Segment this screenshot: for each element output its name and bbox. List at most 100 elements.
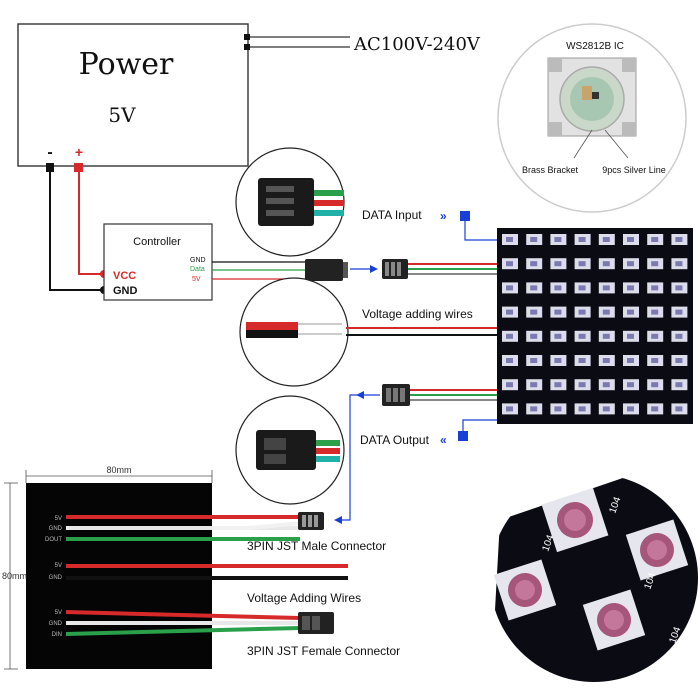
led-pixel-core (554, 406, 562, 412)
led-pixel-core (627, 358, 634, 363)
led-pixel-core (627, 309, 634, 315)
led-pixel-core (554, 285, 562, 291)
led-pixel-core (578, 333, 586, 339)
jst-female-closeup (235, 395, 345, 505)
plus-terminal (74, 163, 83, 172)
led-pixel-core (602, 333, 610, 339)
male-connector (298, 512, 324, 530)
led-pixel-core (506, 358, 513, 363)
led-pixel-core (627, 406, 634, 412)
led-pixel-core (530, 261, 538, 267)
ground-wire (49, 172, 104, 291)
led-pixel-core (602, 261, 610, 267)
led-pixel-core (578, 261, 586, 267)
led-pixel-core (602, 406, 610, 412)
led-pixel-core (675, 406, 683, 412)
led-matrix-grid (502, 234, 688, 415)
led-pixel-core (675, 237, 683, 242)
led-pixel-core (578, 237, 586, 242)
controller-gnd-label: GND (113, 285, 138, 297)
controller-vcc-label: VCC (113, 270, 136, 282)
led-pixel-core (651, 285, 659, 291)
led-pixel-core (602, 309, 610, 315)
led-pixel-core (506, 261, 513, 267)
controller-pin-gnd: GND (190, 257, 206, 264)
data-output-label: DATA Output (360, 433, 430, 447)
led-pixel-core (651, 333, 659, 339)
ic-left-label: Brass Bracket (522, 165, 579, 175)
voltage-adding-label: Voltage adding wires (362, 307, 473, 321)
led-pixel-core (578, 285, 586, 291)
led-pixel-core (506, 309, 513, 315)
led-pixel-core (675, 261, 683, 267)
led-pixel-core (578, 382, 586, 388)
led-pixel-core (530, 237, 538, 242)
power-supply: Power 5V - + AC100V-240V (17, 23, 481, 172)
panel-height-dim: 80mm (2, 571, 27, 581)
output-connector (382, 384, 410, 406)
ic-title: WS2812B IC (566, 41, 624, 52)
pin-bot-din: DIN (52, 632, 62, 638)
led-pixel-core (554, 309, 562, 315)
ac-input-label: AC100V-240V (353, 34, 481, 55)
led-pixel-core (651, 261, 659, 267)
voltage-wires-closeup (239, 277, 349, 387)
led-pixel-core (530, 382, 538, 388)
pin-top-dout: DOUT (45, 537, 62, 543)
jst-connector-closeup (235, 147, 345, 257)
voltage-adding-label-2: Voltage Adding Wires (247, 591, 361, 605)
led-pixel-core (651, 237, 659, 242)
led-pixel-core (602, 237, 610, 242)
led-pixel-core (602, 285, 610, 291)
pcb-closeup: 104 104 104 104 104 (490, 474, 698, 682)
led-pixel-core (506, 333, 513, 339)
led-pixel-core (506, 285, 513, 291)
led-pixel-core (530, 285, 538, 291)
pin-top-gnd: GND (49, 526, 63, 532)
led-pixel-core (675, 285, 683, 291)
led-pixel-core (602, 382, 610, 388)
controller-title: Controller (133, 236, 181, 248)
controller-pin-data: Data (190, 266, 205, 273)
led-pixel-core (554, 261, 562, 267)
led-pixel-core (554, 237, 562, 242)
data-output-marker (458, 431, 468, 441)
data-input-label: DATA Input (362, 208, 422, 222)
double-chevron-left-icon: « (440, 433, 447, 447)
minus-terminal (46, 163, 54, 172)
led-pixel-core (530, 406, 538, 412)
double-chevron-right-icon: » (440, 209, 447, 223)
controller-jst-connector (305, 259, 348, 281)
data-input-marker (460, 211, 470, 221)
pin-mid-gnd: GND (49, 575, 63, 581)
vcc-wire (78, 172, 104, 275)
led-pixel-core (602, 358, 610, 363)
led-pixel-core (627, 237, 634, 242)
led-matrix-panel (497, 228, 693, 424)
led-pixel-core (627, 333, 634, 339)
led-pixel-core (554, 333, 562, 339)
led-pixel-core (506, 406, 513, 412)
ws2812b-ic-closeup: WS2812B IC Brass Bracket 9pcs Silver Lin… (497, 23, 687, 213)
led-pixel-core (675, 358, 683, 363)
led-pixel-core (651, 358, 659, 363)
led-pixel-core (675, 333, 683, 339)
controller: Controller VCC GND GND Data 5V (103, 223, 213, 301)
power-plus-label: + (75, 144, 83, 160)
pin-bot-gnd: GND (49, 621, 63, 627)
ic-right-label: 9pcs Silver Line (602, 165, 666, 175)
input-connector (382, 259, 408, 279)
led-pixel-core (651, 406, 659, 412)
pin-mid-5v: 5V (55, 563, 62, 569)
led-pixel-core (530, 309, 538, 315)
led-pixel-core (530, 333, 538, 339)
pin-bot-5v: 5V (55, 610, 62, 616)
led-pixel-core (675, 382, 683, 388)
led-pixel-core (675, 309, 683, 315)
male-connector-label: 3PIN JST Male Connector (247, 539, 386, 553)
led-pixel-core (578, 309, 586, 315)
led-pixel-core (651, 309, 659, 315)
led-pixel-core (506, 237, 513, 242)
